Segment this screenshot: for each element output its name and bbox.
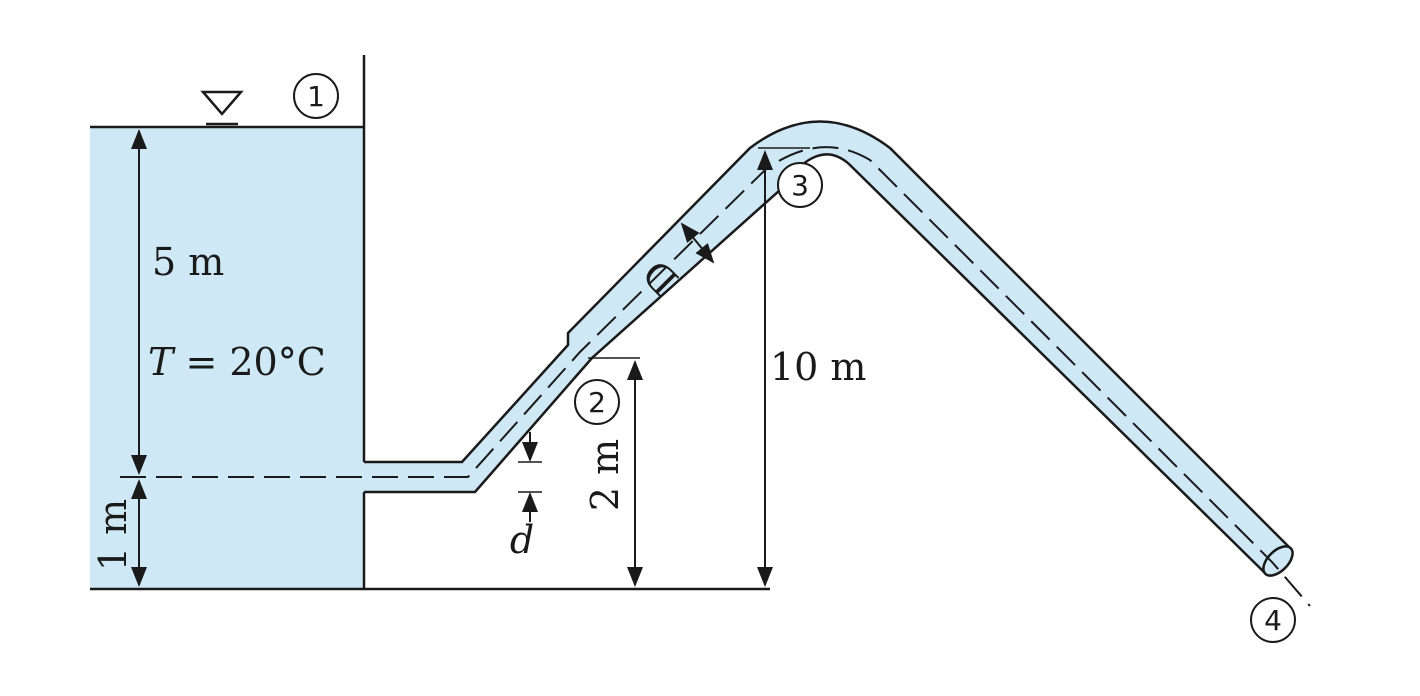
height-1m-label: 1 m — [91, 499, 135, 571]
diameter-D-dimension — [680, 222, 715, 264]
temperature-label: T = 20°C — [148, 340, 326, 384]
station-4-marker: 4 — [1250, 597, 1296, 643]
svg-text:2: 2 — [588, 386, 606, 419]
height-2m-label: 2 m — [583, 439, 627, 511]
svg-text:1: 1 — [307, 80, 325, 113]
station-1-marker: 1 — [293, 73, 339, 119]
pipe-upper-wall — [364, 120, 1291, 549]
pipe-outlet — [1262, 545, 1294, 577]
pipe-lower-wall — [364, 153, 1267, 575]
height-10m-label: 10 m — [770, 345, 866, 389]
station-2-marker: 2 — [574, 379, 620, 425]
depth-5m-label: 5 m — [152, 240, 224, 284]
svg-text:3: 3 — [791, 169, 809, 202]
station-3-marker: 3 — [777, 162, 823, 208]
free-surface-icon — [200, 90, 244, 126]
diameter-d-label: d — [510, 518, 534, 562]
svg-text:4: 4 — [1264, 604, 1282, 637]
diameter-d-dimension — [518, 432, 542, 522]
